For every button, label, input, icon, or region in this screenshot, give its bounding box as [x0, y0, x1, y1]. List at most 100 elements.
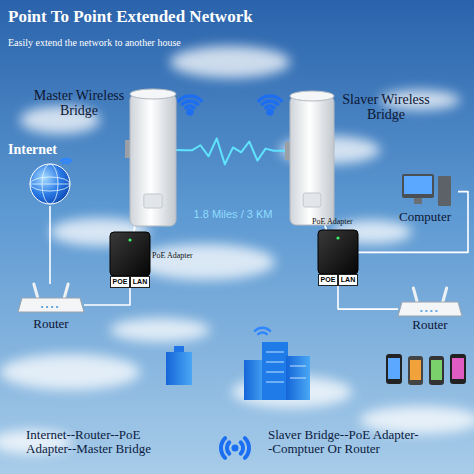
node-label: PoE Adapter	[312, 218, 372, 227]
window-line	[266, 352, 284, 353]
wifi-arc	[186, 106, 194, 108]
wifi-arc	[258, 332, 267, 334]
wifi-dot	[188, 110, 192, 114]
phone-screen	[388, 358, 400, 379]
subtitle: Easily extend the network to another hou…	[8, 37, 328, 48]
slaver-bridge: Slaver Wireless Bridge	[290, 90, 334, 225]
wireless-link	[176, 138, 290, 164]
poe-led	[336, 236, 339, 239]
wifi-icon	[179, 96, 202, 114]
bridge-body	[130, 94, 176, 226]
phone	[450, 354, 466, 384]
building	[174, 346, 184, 352]
wifi-arc	[259, 96, 282, 101]
router-antenna	[64, 284, 68, 298]
wifi-arc	[266, 106, 274, 108]
building	[166, 352, 192, 385]
poe-body	[110, 232, 150, 276]
globe-parallel	[30, 177, 70, 191]
monitor-stand	[414, 198, 422, 204]
router-antenna	[413, 288, 417, 302]
bridge-body	[290, 96, 334, 225]
cloud	[135, 244, 275, 280]
path-note: Slaver Bridge--PoE Adapter--Comptuer Or …	[268, 428, 464, 457]
window-line	[266, 382, 284, 383]
internet-globe: Internet	[28, 162, 72, 206]
globe-equator	[30, 184, 70, 185]
bridge-vent	[144, 194, 162, 208]
distance-label: 1.8 Miles / 3 KM	[163, 208, 303, 220]
phone-icons	[386, 354, 466, 385]
wifi-dot	[232, 445, 239, 452]
wifi-arc	[227, 442, 229, 453]
phone	[408, 356, 423, 385]
wifi-arc	[63, 162, 69, 163]
node-label: Slaver Wireless Bridge	[336, 92, 436, 123]
node-label: Computer	[392, 210, 458, 224]
path-note: Internet--Router--PoE Adapter--Master Br…	[26, 428, 204, 457]
monitor-screen	[404, 176, 432, 194]
clouds	[0, 46, 474, 454]
wifi-arc	[241, 442, 243, 453]
router-antenna	[443, 288, 447, 302]
wifi-dot	[268, 110, 272, 114]
router-antenna	[34, 284, 38, 298]
cloud	[110, 318, 210, 342]
router: Router	[18, 284, 84, 334]
port-label: POE	[318, 274, 338, 286]
window-line	[290, 378, 306, 379]
poe-adapter: PoE AdapterPOELAN	[110, 232, 150, 288]
router-body	[18, 298, 84, 312]
router-leds	[41, 306, 61, 308]
port-label: LAN	[338, 274, 358, 286]
network-cable	[133, 226, 135, 232]
wifi-arc	[262, 101, 278, 104]
building	[286, 356, 310, 400]
poe-body	[318, 230, 358, 274]
node-label: Internet	[8, 142, 78, 157]
building-icon	[244, 342, 310, 400]
window-line	[266, 362, 284, 363]
wifi-signal-icon	[221, 438, 249, 458]
wifi-arc	[179, 96, 202, 101]
building-icon	[166, 346, 192, 385]
phone-screen	[452, 358, 464, 379]
wifi-arc	[255, 328, 270, 331]
phone	[429, 356, 444, 385]
node-illustration	[28, 162, 72, 206]
poe-adapter: PoE AdapterPOELAN	[318, 230, 358, 286]
building	[262, 342, 288, 400]
bridge-top	[290, 91, 334, 101]
phone-screen	[410, 360, 421, 380]
master-bridge: Master Wireless Bridge	[130, 88, 176, 226]
bridge-top	[130, 89, 176, 99]
node-label: Router	[18, 317, 84, 331]
monitor	[402, 174, 434, 198]
router-body	[398, 302, 462, 316]
cloud	[170, 46, 290, 78]
node-label: Router	[398, 318, 462, 332]
phone-screen	[431, 360, 442, 380]
poe-led	[128, 238, 131, 241]
diagram-title: Point To Point Extended Network	[8, 8, 448, 27]
network-cable	[358, 192, 468, 253]
wifi-icon	[259, 96, 282, 114]
computer: Computer	[396, 172, 458, 228]
window-line	[290, 366, 306, 367]
computer-tower	[438, 176, 451, 206]
building-windows	[266, 352, 306, 382]
port-label: LAN	[130, 276, 150, 288]
port-label: POE	[110, 276, 130, 288]
node-illustration	[130, 88, 176, 226]
window-line	[266, 372, 284, 373]
wifi-arc	[182, 101, 198, 104]
wifi-arc	[61, 159, 71, 161]
node-label: Master Wireless Bridge	[32, 88, 126, 119]
router-leds	[420, 310, 439, 312]
node-illustration	[290, 90, 334, 225]
bridge-vent	[303, 193, 321, 207]
